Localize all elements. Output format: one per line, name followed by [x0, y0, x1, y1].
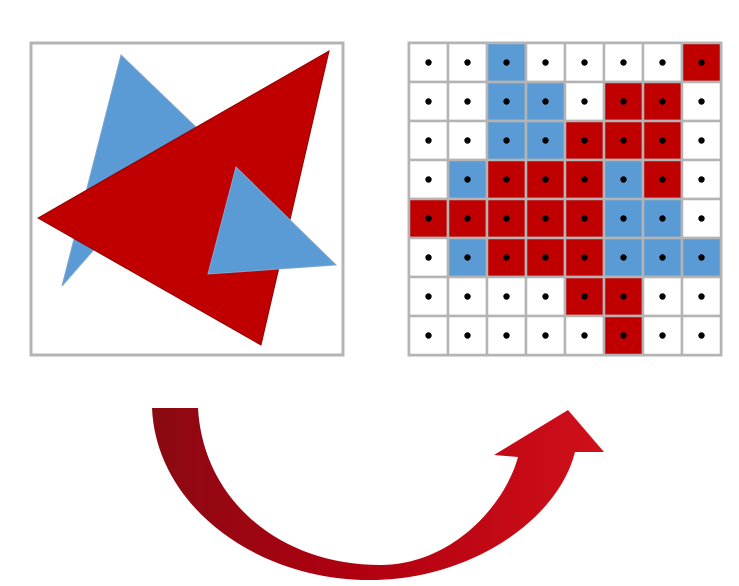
sample-point-dot	[464, 176, 471, 183]
sample-point-dot	[503, 332, 510, 339]
sample-point-dot	[620, 59, 627, 66]
sample-point-dot	[659, 137, 666, 144]
sample-point-dot	[542, 293, 549, 300]
sample-point-dot	[620, 215, 627, 222]
sample-point-dot	[620, 98, 627, 105]
sample-point-dot	[503, 215, 510, 222]
sample-point-dot	[659, 98, 666, 105]
sample-point-dot	[659, 215, 666, 222]
sample-point-dot	[464, 254, 471, 261]
pixel-cell	[680, 275, 723, 318]
sample-point-dot	[425, 98, 432, 105]
sample-point-dot	[698, 176, 705, 183]
sample-point-dot	[581, 215, 588, 222]
sample-point-dot	[659, 59, 666, 66]
sample-point-dot	[464, 98, 471, 105]
sample-point-dot	[503, 176, 510, 183]
curved-arrow-body	[152, 408, 604, 580]
sample-point-dot	[581, 293, 588, 300]
sample-point-dot	[503, 59, 510, 66]
curved-arrow-icon	[152, 408, 604, 580]
sample-point-dot	[698, 59, 705, 66]
sample-point-dot	[425, 215, 432, 222]
sample-point-dot	[425, 293, 432, 300]
sample-point-dot	[659, 176, 666, 183]
sample-point-dot	[542, 254, 549, 261]
sample-point-dot	[698, 98, 705, 105]
sample-point-dot	[464, 215, 471, 222]
sample-point-dot	[503, 293, 510, 300]
sample-point-dot	[542, 176, 549, 183]
sample-point-dot	[503, 98, 510, 105]
sample-point-dot	[581, 59, 588, 66]
sample-point-dot	[464, 293, 471, 300]
sample-point-dot	[581, 176, 588, 183]
sample-point-dot	[581, 98, 588, 105]
sample-point-dot	[659, 332, 666, 339]
sample-point-dot	[620, 176, 627, 183]
sample-point-dot	[698, 254, 705, 261]
sample-point-dot	[542, 332, 549, 339]
sample-point-dot	[698, 215, 705, 222]
sample-point-dot	[425, 176, 432, 183]
pixel-cell	[446, 314, 489, 357]
raster-grid-panel	[407, 41, 723, 357]
sample-point-dot	[425, 137, 432, 144]
sample-point-dot	[503, 254, 510, 261]
vector-scene-panel	[29, 41, 345, 357]
sample-point-dot	[425, 332, 432, 339]
sample-point-dot	[698, 137, 705, 144]
sample-point-dot	[464, 137, 471, 144]
sample-point-dot	[542, 215, 549, 222]
sample-point-dot	[542, 137, 549, 144]
sample-point-dot	[542, 59, 549, 66]
sample-point-dot	[464, 59, 471, 66]
sample-point-dot	[581, 332, 588, 339]
sample-point-dot	[620, 332, 627, 339]
sample-point-dot	[659, 254, 666, 261]
raster-grid-cells	[407, 41, 723, 357]
sample-point-dot	[620, 293, 627, 300]
sample-point-dot	[659, 293, 666, 300]
sample-point-dot	[503, 137, 510, 144]
sample-point-dot	[581, 254, 588, 261]
blue-triangle-front	[207, 166, 338, 275]
sample-point-dot	[425, 59, 432, 66]
sample-point-dot	[464, 332, 471, 339]
sample-point-dot	[581, 137, 588, 144]
sample-point-dot	[698, 293, 705, 300]
sample-point-dot	[620, 254, 627, 261]
sample-point-dot	[620, 137, 627, 144]
red-triangle	[36, 49, 330, 346]
sample-point-dot	[425, 254, 432, 261]
sample-point-dot	[542, 98, 549, 105]
sample-point-dot	[698, 332, 705, 339]
